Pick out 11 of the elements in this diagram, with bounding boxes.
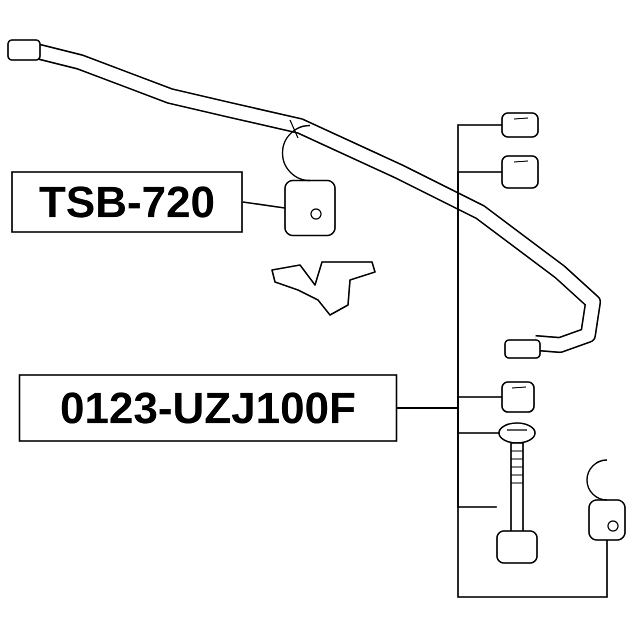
part-number-box: TSB-720	[11, 171, 243, 233]
bushing-drawing	[501, 155, 539, 189]
bushing-drawing	[501, 381, 535, 413]
link-bolt-drawing	[496, 442, 538, 564]
connector-line	[397, 407, 608, 598]
bushing-drawing	[586, 459, 626, 541]
washer-drawing	[498, 422, 536, 444]
part-number-box: 0123-UZJ100F	[18, 374, 398, 442]
bushing-drawing	[282, 124, 336, 236]
bushing-drawing	[501, 112, 539, 138]
connector-line	[242, 201, 285, 209]
